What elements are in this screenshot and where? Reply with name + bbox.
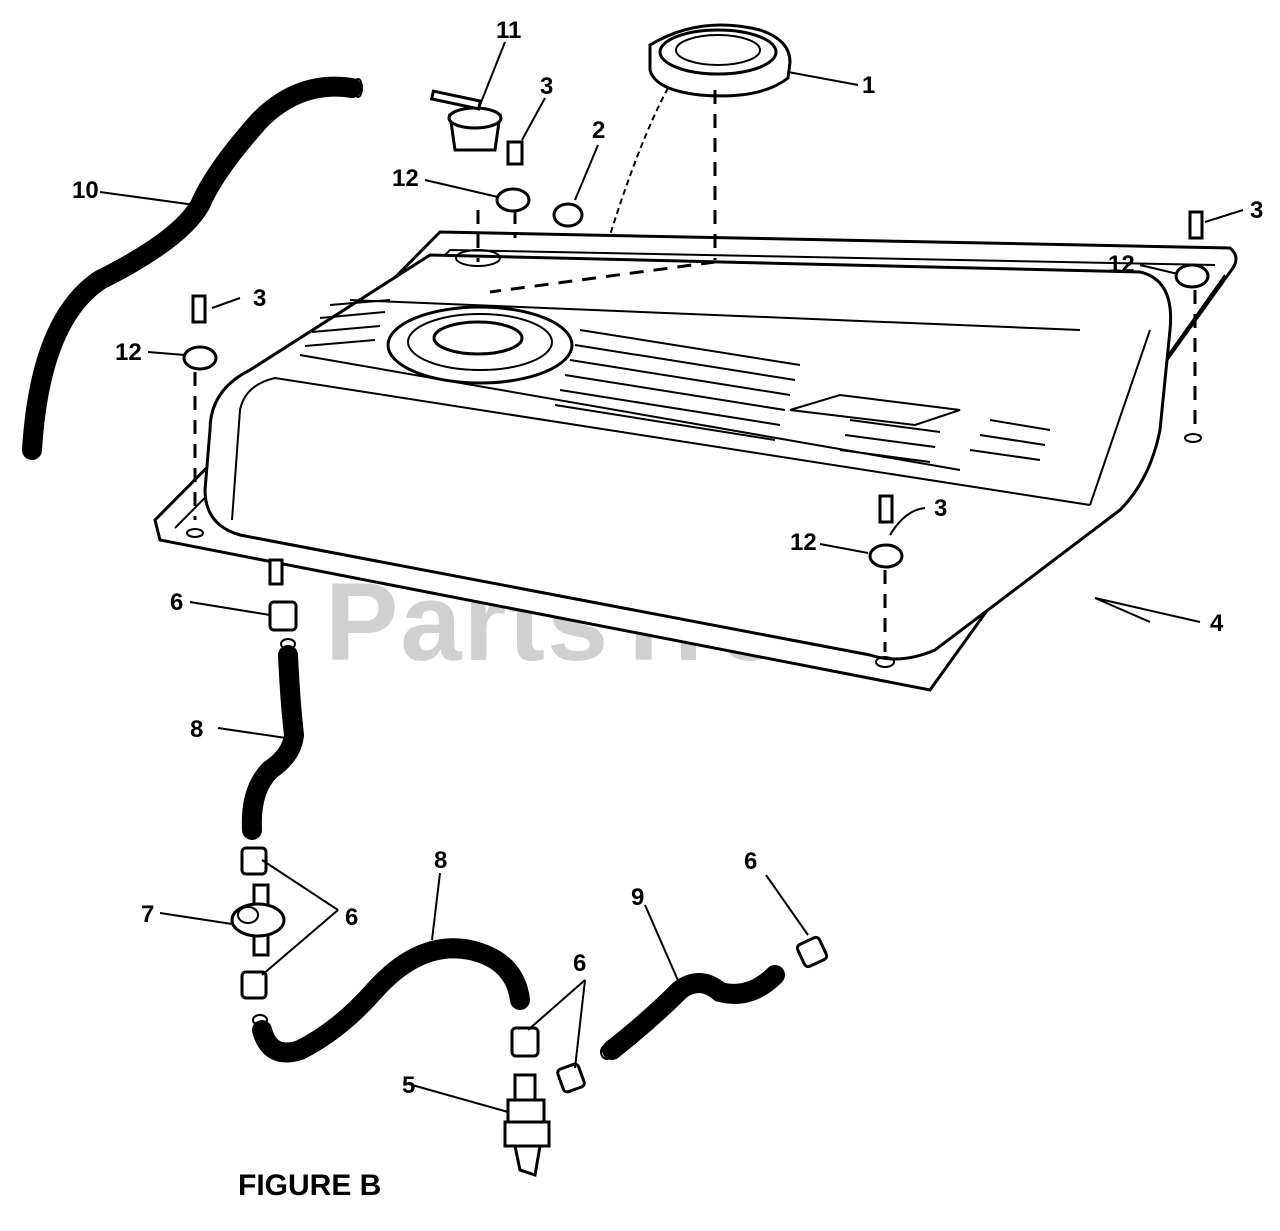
- fuel-cap[interactable]: [648, 23, 792, 98]
- fuel-tank[interactable]: [153, 230, 1238, 692]
- callout-8: 8: [434, 847, 447, 874]
- fuel-filter[interactable]: [230, 883, 286, 957]
- callout-3: 3: [934, 495, 947, 522]
- grommet[interactable]: [1174, 263, 1210, 289]
- callout-11: 11: [496, 17, 521, 44]
- alignment-line: [489, 260, 716, 294]
- callout-6: 6: [573, 950, 586, 977]
- callout-7: 7: [141, 901, 154, 928]
- callout-12: 12: [392, 165, 419, 192]
- pin[interactable]: [878, 494, 894, 524]
- grommet[interactable]: [868, 543, 904, 569]
- callout-3: 3: [253, 285, 266, 312]
- callout-2: 2: [592, 117, 605, 144]
- hose-clamp[interactable]: [240, 846, 268, 876]
- fuel-shutoff-valve[interactable]: [503, 1073, 551, 1177]
- callout-10: 10: [72, 177, 99, 204]
- fuel-hose[interactable]: [602, 965, 785, 1060]
- callout-12: 12: [115, 339, 142, 366]
- callout-8: 8: [190, 716, 203, 743]
- pin[interactable]: [191, 294, 207, 324]
- callout-5: 5: [402, 1072, 415, 1099]
- hose-clamp[interactable]: [510, 1026, 540, 1058]
- fuel-line[interactable]: [252, 938, 530, 1063]
- callout-12: 12: [790, 529, 817, 556]
- hose-clamp[interactable]: [795, 935, 829, 969]
- fuel-line[interactable]: [241, 645, 305, 840]
- callout-3: 3: [1250, 197, 1263, 224]
- grommet[interactable]: [495, 187, 531, 213]
- callout-9: 9: [631, 884, 644, 911]
- callout-3: 3: [540, 73, 553, 100]
- callout-6: 6: [345, 904, 358, 931]
- callout-6: 6: [170, 589, 183, 616]
- hose-clamp[interactable]: [556, 1062, 586, 1094]
- cap-tether-chain: [609, 87, 669, 236]
- tether-ring[interactable]: [552, 202, 584, 228]
- hose-clamp[interactable]: [240, 970, 268, 1000]
- callout-6: 6: [744, 848, 757, 875]
- vent-hose[interactable]: [22, 76, 362, 460]
- hose-clamp[interactable]: [268, 600, 298, 632]
- callout-12: 12: [1108, 251, 1135, 278]
- vent-fitting[interactable]: [429, 89, 503, 152]
- grommet[interactable]: [182, 345, 218, 371]
- pin[interactable]: [506, 140, 524, 166]
- callout-1: 1: [862, 72, 875, 99]
- callout-4: 4: [1210, 610, 1224, 637]
- figure-title: FIGURE B: [238, 1169, 381, 1202]
- pin[interactable]: [1188, 210, 1204, 240]
- callout-leaders: [99, 41, 1244, 1113]
